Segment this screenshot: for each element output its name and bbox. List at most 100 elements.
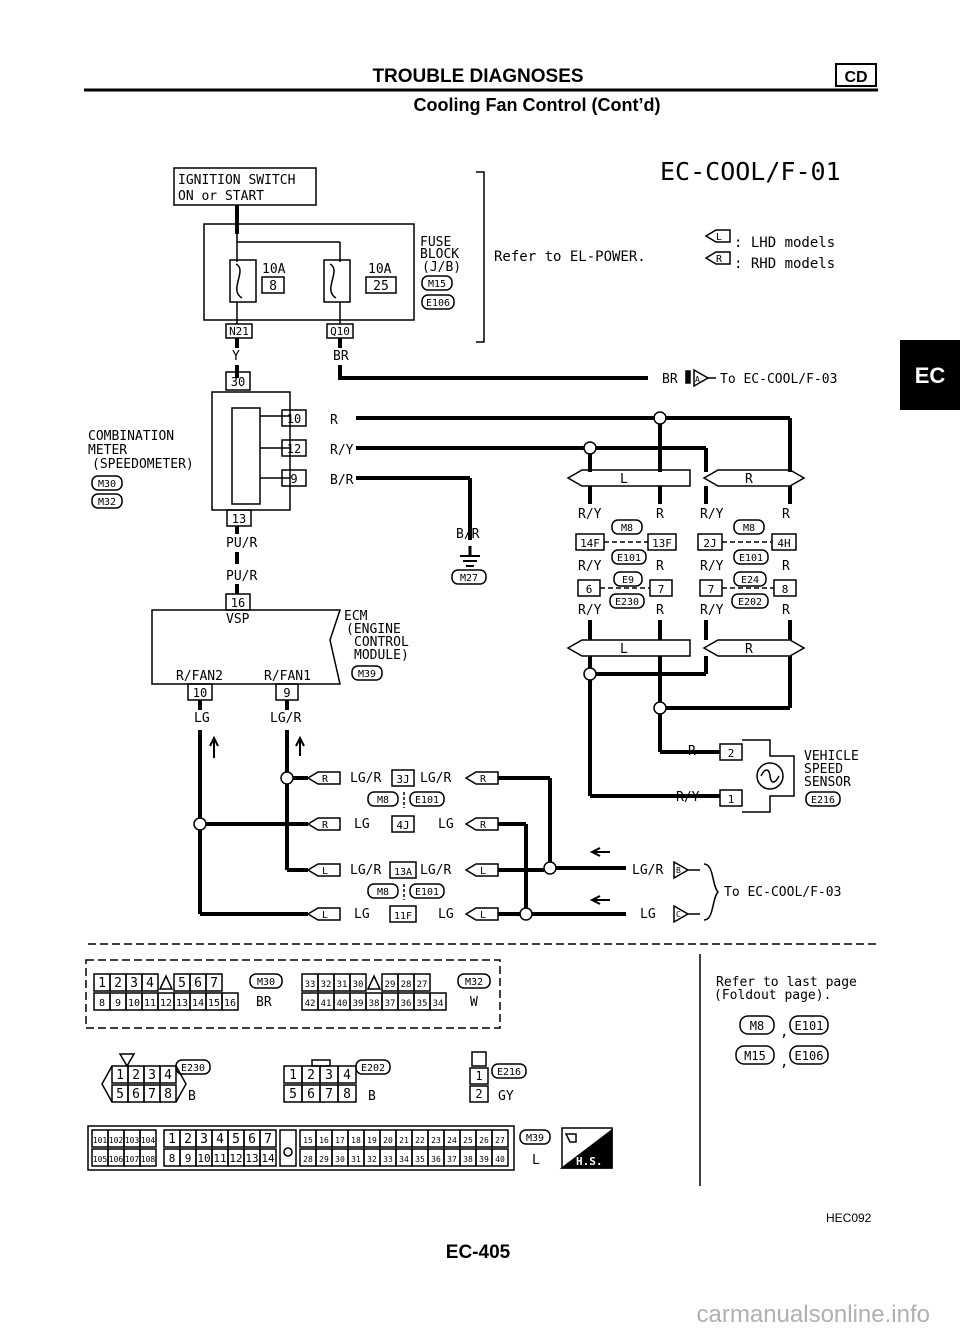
m32-top-pin-label: 33 bbox=[305, 980, 316, 990]
m30-top-pin-label: 1 bbox=[98, 976, 106, 991]
m30-bot-pin-label: 11 bbox=[144, 998, 156, 1009]
svg-text:12: 12 bbox=[287, 442, 301, 456]
m32-bot-pin-label: 34 bbox=[433, 999, 444, 1009]
svg-text:E101: E101 bbox=[617, 553, 641, 564]
page-title: TROUBLE DIAGNOSES bbox=[372, 66, 583, 87]
svg-text:9: 9 bbox=[290, 472, 297, 486]
svg-text:3J: 3J bbox=[396, 773, 409, 786]
m39-g1-bot-pin-label: 107 bbox=[125, 1155, 140, 1164]
svg-text:13: 13 bbox=[232, 512, 246, 526]
m32-top-key bbox=[366, 974, 382, 990]
e216-pin1-pin bbox=[469, 1067, 489, 1085]
e230-bot-pin-label: 5 bbox=[116, 1087, 124, 1102]
ecm: 16 VSP ECM (ENGINE CONTROL MODULE) M39 R… bbox=[151, 593, 409, 701]
m39-g3-bot-pin-label: 29 bbox=[319, 1155, 329, 1164]
svg-text:M27: M27 bbox=[460, 573, 478, 584]
svg-text:B/R: B/R bbox=[330, 473, 354, 488]
m39-g1-bot-pin-label: 105 bbox=[93, 1155, 108, 1164]
m32-top-pin-label: 29 bbox=[385, 980, 396, 990]
e216-pin2-pin bbox=[469, 1085, 489, 1103]
svg-text:16: 16 bbox=[231, 596, 245, 610]
m32-bot-pin-label: 40 bbox=[337, 999, 348, 1009]
svg-text:M8: M8 bbox=[621, 523, 633, 534]
m39-g1-top-pin-label: 101 bbox=[93, 1136, 108, 1145]
svg-text:To EC-COOL/F-03: To EC-COOL/F-03 bbox=[724, 885, 841, 900]
m39-g3-top-pin-label: 26 bbox=[479, 1136, 489, 1145]
m39-g3-top-pin-label: 18 bbox=[351, 1136, 361, 1145]
m30-bot-pin-label: 13 bbox=[176, 998, 188, 1009]
svg-text:30: 30 bbox=[231, 375, 245, 389]
svg-text:: RHD models: : RHD models bbox=[734, 256, 835, 272]
e202-top-pin-label: 2 bbox=[307, 1068, 315, 1083]
m32-bot-pin-label: 37 bbox=[385, 999, 396, 1009]
e202-key bbox=[311, 1059, 331, 1067]
m30-top-pin-label: 5 bbox=[178, 976, 186, 991]
fuse-block: 10A 8 10A 25 FUSE BLOCK (J/B) M15 E106 bbox=[203, 223, 461, 324]
m39-g3-top-pin-label: 19 bbox=[367, 1136, 377, 1145]
svg-text:EC: EC bbox=[915, 363, 946, 388]
m39-g3-top-pin-label: 22 bbox=[415, 1136, 425, 1145]
e230-top-pin-label: 1 bbox=[116, 1068, 124, 1083]
e230-bot-pin-label: 6 bbox=[132, 1087, 140, 1102]
m39-g3-top-pin-label: 20 bbox=[383, 1136, 393, 1145]
m39-g1-top-pin-label: 102 bbox=[109, 1136, 124, 1145]
m30-connector-id bbox=[249, 973, 283, 989]
svg-text:R/Y: R/Y bbox=[578, 603, 602, 618]
svg-text:R: R bbox=[782, 603, 790, 618]
e216-connector-id bbox=[491, 1063, 527, 1079]
watermark: carmanualsonline.info bbox=[697, 1301, 930, 1328]
svg-text:L: L bbox=[620, 642, 628, 657]
diagram-code: EC-COOL/F-01 bbox=[660, 157, 841, 186]
svg-text:2J: 2J bbox=[703, 537, 716, 550]
m30-bot-pin-label: 8 bbox=[99, 998, 105, 1009]
m32-top-pin-label: 32 bbox=[321, 980, 332, 990]
svg-text:E106: E106 bbox=[426, 298, 450, 309]
svg-text:LG: LG bbox=[640, 907, 656, 922]
svg-text:R: R bbox=[782, 507, 790, 522]
refer-power: Refer to EL-POWER. bbox=[494, 249, 646, 265]
svg-text:R/Y: R/Y bbox=[676, 790, 700, 805]
m30-top-pin-label: 6 bbox=[194, 976, 202, 991]
svg-text:M30: M30 bbox=[98, 479, 116, 490]
svg-text:E101: E101 bbox=[795, 1019, 824, 1033]
m39-g3-bot-pin-label: 39 bbox=[479, 1155, 489, 1164]
svg-text:M8: M8 bbox=[743, 523, 755, 534]
svg-text:6: 6 bbox=[586, 583, 593, 596]
e230-bot-pin-label: 7 bbox=[148, 1087, 156, 1102]
svg-text:M15: M15 bbox=[428, 279, 446, 290]
svg-text:L: L bbox=[322, 866, 328, 877]
m32-bot-pin bbox=[429, 992, 447, 1011]
svg-text:B/R: B/R bbox=[456, 527, 480, 542]
m39-g2-top-pin-label: 4 bbox=[216, 1132, 224, 1147]
svg-text:R/FAN1: R/FAN1 bbox=[264, 669, 311, 684]
svg-text:8: 8 bbox=[782, 583, 789, 596]
m32-bot-pin-label: 35 bbox=[417, 999, 428, 1009]
e216-key bbox=[471, 1051, 487, 1067]
m39-g3-top-pin-label: 16 bbox=[319, 1136, 329, 1145]
m30-top-pin-label: 7 bbox=[210, 976, 218, 991]
svg-text:LG: LG bbox=[354, 907, 370, 922]
svg-text:(J/B): (J/B) bbox=[422, 260, 461, 275]
harness-side-icon: H.S. bbox=[559, 1127, 613, 1169]
svg-text:LG/R: LG/R bbox=[420, 771, 451, 786]
m30-connector-id-label: M30 bbox=[257, 977, 275, 988]
m32-top-pin bbox=[413, 973, 431, 992]
m30-bot-pin-label: 9 bbox=[115, 998, 121, 1009]
m39-connector-id-label: M39 bbox=[526, 1133, 544, 1144]
page-number: EC-405 bbox=[446, 1242, 511, 1263]
m39-g3-bot-pin-label: 40 bbox=[495, 1155, 505, 1164]
svg-text:CONTROL: CONTROL bbox=[354, 635, 409, 650]
svg-text:L: L bbox=[480, 910, 486, 921]
svg-text:M8: M8 bbox=[377, 795, 389, 806]
svg-text:ON or START: ON or START bbox=[178, 189, 264, 204]
m39-key bbox=[279, 1129, 297, 1167]
m39-g3-bot-pin-label: 32 bbox=[367, 1155, 377, 1164]
m39-g1-bot-pin-label: 106 bbox=[109, 1155, 124, 1164]
m39-g3-top-pin-label: 24 bbox=[447, 1136, 457, 1145]
svg-text:4J: 4J bbox=[396, 819, 409, 832]
svg-text:L: L bbox=[620, 472, 628, 487]
svg-text:SPEED: SPEED bbox=[804, 762, 843, 777]
e202-bot-pin-label: 6 bbox=[307, 1087, 315, 1102]
svg-text:E230: E230 bbox=[615, 597, 639, 608]
